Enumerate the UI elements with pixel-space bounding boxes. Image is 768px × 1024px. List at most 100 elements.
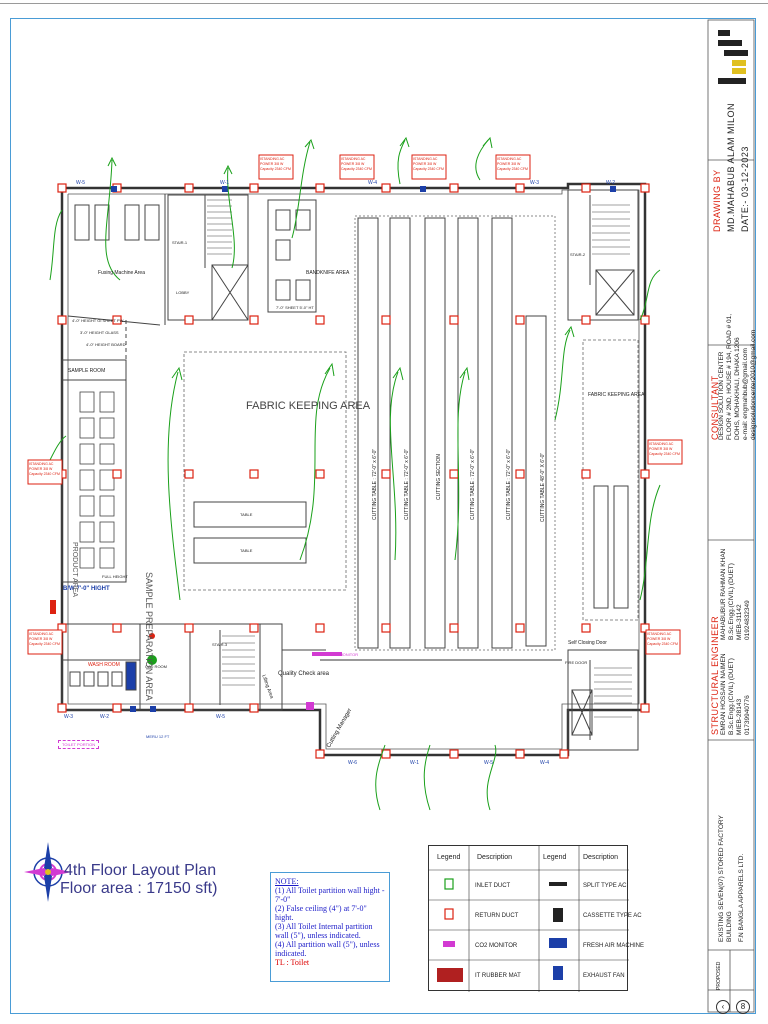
full-height-label: FULL HEIGHT xyxy=(102,574,128,579)
engineer-line: EMRAN HOSSAIN NAIMEN xyxy=(720,653,727,735)
inner-wall-lines xyxy=(67,189,640,750)
top-border-line xyxy=(0,3,768,4)
legend-table: Legend Description Legend Description IN… xyxy=(428,845,644,992)
engineer-line: 01924832349 xyxy=(744,600,751,640)
legend-desc: RETURN DUCT xyxy=(475,913,519,919)
stair-2-block xyxy=(567,189,639,321)
drawing-frame xyxy=(10,18,756,1014)
drawing-date: DATE:- 03-12-2023 xyxy=(740,146,750,232)
legend-desc: FRESH AIR MACHINE xyxy=(583,943,645,949)
plan-title: 4th Floor Layout Plan xyxy=(64,862,217,879)
engineer-line: 01739940776 xyxy=(744,695,751,735)
column-markers xyxy=(57,183,650,759)
wall-tag: W-3 xyxy=(530,180,540,186)
structural-heading: STRUCTURAL ENGINEER xyxy=(710,615,720,735)
wall-tag: W-4 xyxy=(540,760,550,766)
meru-label: MERU 12 FT xyxy=(146,734,170,739)
misc-fixtures xyxy=(50,600,342,710)
table-label: TABLE xyxy=(240,512,253,517)
cutting-section-label: CUTTING SECTION xyxy=(436,454,442,500)
north-compass xyxy=(24,842,72,902)
co2-monitor-label: CO2 MONITOR xyxy=(330,652,359,657)
legend-header: Description xyxy=(583,854,619,861)
engineer-line: MIEB-28143 xyxy=(736,698,743,735)
stair-1-block xyxy=(167,194,249,321)
consultant-details: DESIGN SOLUTION CENTER FLOOR # 2ND, HOUS… xyxy=(718,314,758,440)
notes-title: NOTE: xyxy=(275,877,299,886)
wall-tag: W-2 xyxy=(606,180,616,186)
sheet-number: 8 xyxy=(736,1000,750,1014)
consultant-line: DOHS, MOHAKHALI, DHAKA 1206 xyxy=(734,337,741,440)
note-item: (3) All Toilet Internal partition wall (… xyxy=(275,922,373,940)
engineer-2: EMRAN HOSSAIN NAIMEN B.Sc.Engg.(CIVIL) (… xyxy=(720,653,752,735)
legend-desc: IT RUBBER MAT xyxy=(475,973,521,979)
wall-tag: W-3 xyxy=(64,714,74,720)
engineer-line: MAHABUBUR RAHMAN KHAN xyxy=(720,548,727,640)
note-item: (4) All partition wall (5"), unless indi… xyxy=(275,940,380,958)
stair-3-block xyxy=(567,649,639,751)
client-name: F.N BANGLA APPARELS LTD. xyxy=(738,853,745,942)
fabric-keeping-right-label: FABRIC KEEPING AREA xyxy=(588,392,645,398)
bandknife-block xyxy=(267,199,317,313)
cutting-table-label: CUTTING TABLE : 72'-0" x 6'-0" xyxy=(372,448,378,520)
product-area-label: PRODUCT AREA xyxy=(71,542,78,598)
note-item: (2) False ceiling (4") at 7'-0" hight. xyxy=(275,904,367,922)
legend-symbols xyxy=(437,878,567,982)
engineer-line: MIEB-31142 xyxy=(736,604,743,640)
window-markers xyxy=(111,186,616,712)
table-label: TABLE xyxy=(240,548,253,553)
note-tl: TL : Toilet xyxy=(275,958,310,967)
wall-tag: W-5 xyxy=(76,180,86,186)
cutting-tables xyxy=(354,215,556,651)
bw-height-label: B/W 7'-0" HIGHT xyxy=(63,586,110,592)
legend-desc: EXHAUST FAN xyxy=(583,973,625,979)
wall-tag: W-6 xyxy=(348,760,358,766)
height-note: 3'-0" HEIGHT GLASS xyxy=(80,330,119,335)
legend-header: Legend xyxy=(543,854,567,861)
drawing-by-heading: DRAWING BY xyxy=(712,169,722,232)
project-line: BUILDING xyxy=(726,911,733,942)
self-closing-door-label: Self Closing Door xyxy=(568,640,607,646)
quality-check-label: Quality Check area xyxy=(278,671,330,677)
cad-room-label: CAD ROOM xyxy=(145,664,167,669)
wall-tag: W-1 xyxy=(410,760,420,766)
engineer-line: B.Sc.Engg.(CIVIL) (DUET) xyxy=(728,658,735,735)
legend-grid xyxy=(429,846,629,992)
sample-preparation-label: SAMPLE PREPARATION AREA xyxy=(144,572,154,701)
plan-floor-area: Floor area : 17150 sft) xyxy=(60,880,218,897)
fusing-machine-label: Fusing Machine Area xyxy=(98,270,145,276)
sample-room-label: SAMPLE ROOM xyxy=(68,368,106,374)
tables xyxy=(193,485,629,609)
cutting-table-label: CUTTING TABLE : 72'-0" x 6'-0" xyxy=(470,448,476,520)
prev-page-circle: ‹ xyxy=(716,1000,730,1014)
engineer-line: B.Sc.Engg.(CIVIL) (DUET) xyxy=(728,563,735,640)
project-line: EXISTING SEVEN(07) STORED FACTORY xyxy=(718,815,725,942)
consultant-line: FLOOR # 2ND, HOUSE # 194, ROAD # 01, xyxy=(726,313,733,440)
legend-desc: CASSETTE TYPE AC xyxy=(583,913,642,919)
drawing-by-name: MD.MAHABUB ALAM MILON xyxy=(726,102,736,232)
notes-box: NOTE: (1) All Toilet partition wall high… xyxy=(270,872,390,982)
lobby-label: LOBBY xyxy=(176,290,190,295)
stair-2-label: STAIR-2 xyxy=(570,252,586,257)
consultant-line: DESIGN SOLUTION CENTER xyxy=(718,351,725,440)
ac-unit-boxes xyxy=(27,154,683,655)
wall-tag: W-4 xyxy=(368,180,378,186)
fabric-keeping-label: FABRIC KEEPING AREA xyxy=(246,400,371,412)
height-note: 4'-0" HEIGHT BOARD xyxy=(86,342,126,347)
fabric-keeping-zone xyxy=(183,339,639,621)
title-block-lines xyxy=(707,19,755,1013)
sheet-note: 7'-0" SHEET 5'-0" HT xyxy=(276,305,314,310)
legend-desc: SPLIT TYPE AC xyxy=(583,883,627,889)
wall-tag: W-5 xyxy=(484,760,494,766)
note-item: (1) All Toilet partition wall hight - 7'… xyxy=(275,886,385,904)
cutting-table-last-label: CUTTING TABLE 48'-0" X 6'-0" xyxy=(540,452,546,522)
cutting-table-label: CUTTING TABLE : 72'-0" x 6'-0" xyxy=(506,448,512,520)
